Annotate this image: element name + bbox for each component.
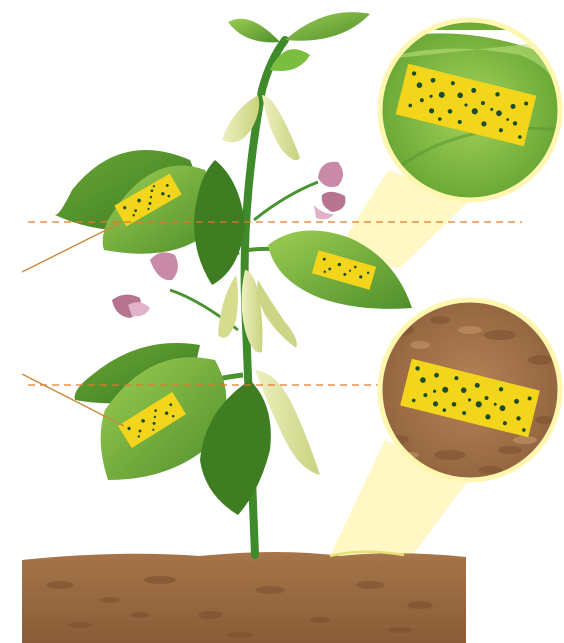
bean-pod-middle-right: [257, 280, 297, 348]
branch-flower: [254, 182, 318, 220]
bean-pod-top: [262, 95, 300, 160]
leaf-top-1: [228, 19, 280, 43]
flower-left: [112, 252, 178, 318]
leaf-top-2: [285, 12, 370, 41]
magnifier-bottom: [380, 300, 560, 480]
magnifier-top: [380, 20, 564, 200]
flower-right: [314, 162, 345, 220]
